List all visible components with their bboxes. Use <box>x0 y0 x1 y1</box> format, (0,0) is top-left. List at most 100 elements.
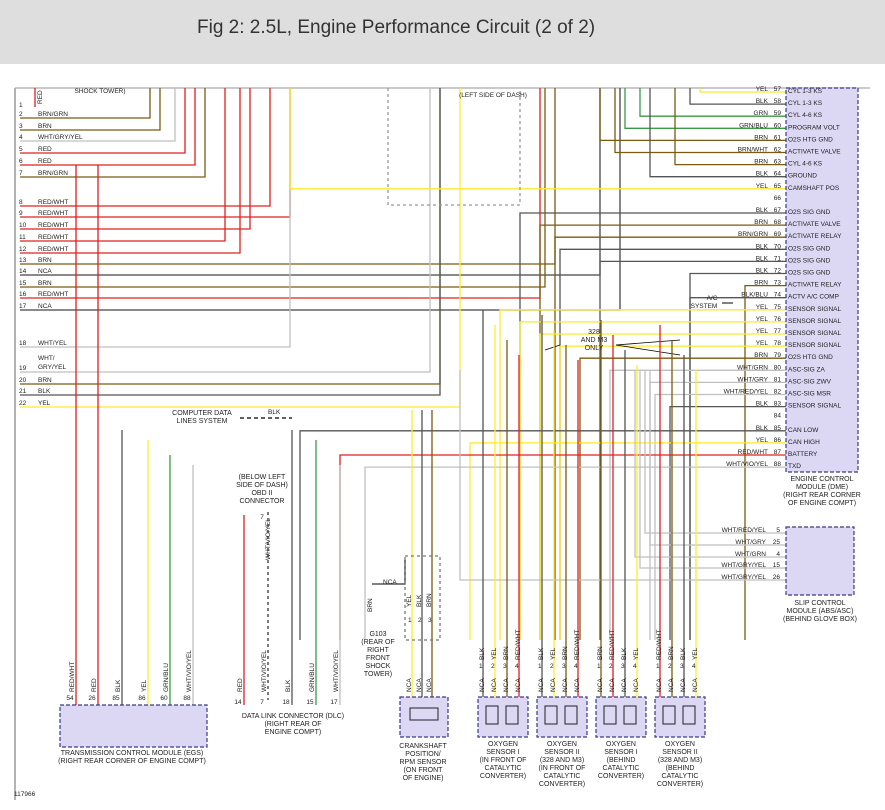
left-pin-number: 19 <box>19 365 27 372</box>
dme-wire-color: BLK/BLU <box>741 292 768 299</box>
dme-pin-function: CYL 1-3 KS <box>788 100 823 107</box>
dme-pin-function: PROGRAM VOLT <box>788 124 840 131</box>
computer-data-wire-color: BLK <box>268 409 281 416</box>
obd-connector-label: OBD II <box>251 490 272 497</box>
o2-wire-color: BRN <box>597 646 604 660</box>
left-pin-number: 22 <box>19 400 27 407</box>
dme-pin-function: O2S SIG GND <box>788 257 831 264</box>
left-pin-number: 5 <box>19 146 23 153</box>
wire-layer <box>14 87 870 800</box>
dme-pin-function: O2S SIG GND <box>788 270 831 277</box>
o2-nca: NCA <box>503 678 510 692</box>
left-pin-number: 1 <box>19 102 23 109</box>
dme-pin-function: CAMSHAFT POS <box>788 185 840 192</box>
left-wire-color: RED/WHT <box>38 199 68 206</box>
figure-title: Fig 2: 2.5L, Engine Performance Circuit … <box>197 17 596 38</box>
o2-pin-number: 2 <box>491 663 495 670</box>
wire-asc-26 <box>459 370 786 581</box>
o2-nca: NCA <box>668 678 675 692</box>
o2-wire-color: YEL <box>633 647 640 660</box>
o2-wire-color: YEL <box>692 647 699 660</box>
left-wire-color: RED/WHT <box>38 246 68 253</box>
wire-dme-64 <box>649 88 786 178</box>
o2-wire-color: BLK <box>479 647 486 660</box>
left-wire-color: WHT/YEL <box>38 340 67 347</box>
wire-dme-83 <box>669 405 786 640</box>
o2-sensor-label: CATALYTIC <box>662 773 699 780</box>
g103-label: TOWER) <box>364 671 392 678</box>
dme-pin-number: 86 <box>774 437 782 444</box>
wire-left-14 <box>20 88 601 276</box>
dme-pin-number: 62 <box>774 147 782 154</box>
dlc-label: (RIGHT REAR OF <box>264 721 321 728</box>
crank-nca: NCA <box>416 678 423 692</box>
crank-label: POSITION/ <box>405 751 440 758</box>
o2-wire-color: BLK <box>621 647 628 660</box>
left-wire-color: NCA <box>38 268 52 275</box>
egs-wire-color: RED/WHT <box>69 662 76 692</box>
o2-pin-number: 4 <box>633 663 637 670</box>
left-wire-color: GRY/YEL <box>38 364 66 371</box>
egs-wire-color: WHT/VIO/YEL <box>186 650 193 692</box>
wire-asc-25 <box>649 370 786 546</box>
obd-connector-label: (BELOW LEFT <box>239 474 286 481</box>
dme-pin-number: 70 <box>774 243 782 250</box>
o2-sensor-label: CONVERTER) <box>657 781 703 788</box>
dme-wire-color: BRN <box>754 134 768 141</box>
wire-left-8 <box>20 88 271 207</box>
dme-wire-color: BLK <box>756 401 769 408</box>
egs-label: TRANSMISSION CONTROL MODULE (EGS) <box>61 750 203 757</box>
left-wire-color: WHT/GRY/YEL <box>38 134 83 141</box>
asc-wire-color: WHT/RED/YEL <box>722 527 767 534</box>
left-wire-color: BRN <box>38 257 52 264</box>
dme-pin-number: 77 <box>774 328 782 335</box>
dme-label: MODULE (DME) <box>796 484 848 491</box>
dme-pin-function: CYL 4-6 KS <box>788 112 823 119</box>
o2-sensor-symbol <box>682 705 696 725</box>
wire-dme-58 <box>689 88 786 105</box>
o2-sensor-symbol <box>623 705 637 725</box>
crank-wire-color: BLK <box>416 594 423 607</box>
dme-pin-number: 64 <box>774 171 782 178</box>
dme-pin-function: SENSOR SIGNAL <box>788 330 841 337</box>
wire-dme-86 <box>469 442 786 640</box>
dme-pin-number: 67 <box>774 207 782 214</box>
asc-label: (BEHIND GLOVE BOX) <box>783 616 857 623</box>
dlc-wire-color: GRN/BLU <box>309 663 316 692</box>
o2-nca: NCA <box>656 678 663 692</box>
g103-label: G103 <box>369 631 386 638</box>
wire-left-11 <box>20 88 226 242</box>
note-328-arrow <box>615 344 681 356</box>
dme-pin-function: SENSOR SIGNAL <box>788 306 841 313</box>
dme-wire-color: RED/WHT <box>738 449 768 456</box>
dme-pin-function: ACTIVATE RELAY <box>788 233 842 240</box>
left-pin-number: 18 <box>19 340 27 347</box>
dme-pin-number: 58 <box>774 98 782 105</box>
wire-left-13 <box>20 88 556 265</box>
dme-pin-number: 59 <box>774 110 782 117</box>
o2-pin-number: 3 <box>621 663 625 670</box>
module-layer <box>59 87 859 748</box>
left-wire-color: YEL <box>38 400 51 407</box>
crank-shield <box>404 555 441 641</box>
o2-pin-number: 4 <box>574 663 578 670</box>
o2-sensor-symbol <box>544 705 558 725</box>
o2-wire-color: YEL <box>550 647 557 660</box>
o2-wire-color: RED/WHT <box>656 630 663 660</box>
note-328-arrow <box>615 339 681 346</box>
o2-sensor-label: CONVERTER) <box>598 773 644 780</box>
left-pin-number: 3 <box>19 123 23 130</box>
left-wire-color: NCA <box>38 303 52 310</box>
dash-region <box>387 88 521 206</box>
dlc-pin-number: 18 <box>282 699 290 706</box>
wire-dme-71 <box>599 260 786 640</box>
left-wire-color: BRN/GRN <box>38 170 68 177</box>
left-pin-number: 17 <box>19 303 27 310</box>
wire-left-17 <box>20 88 621 311</box>
o2-sensor-label: SENSOR II <box>544 749 579 756</box>
o2-sensor-label: (BEHIND <box>666 765 695 772</box>
dme-pin-number: 72 <box>774 268 782 275</box>
dme-pin-number: 74 <box>774 292 782 299</box>
egs-pin-number: 86 <box>138 695 146 702</box>
